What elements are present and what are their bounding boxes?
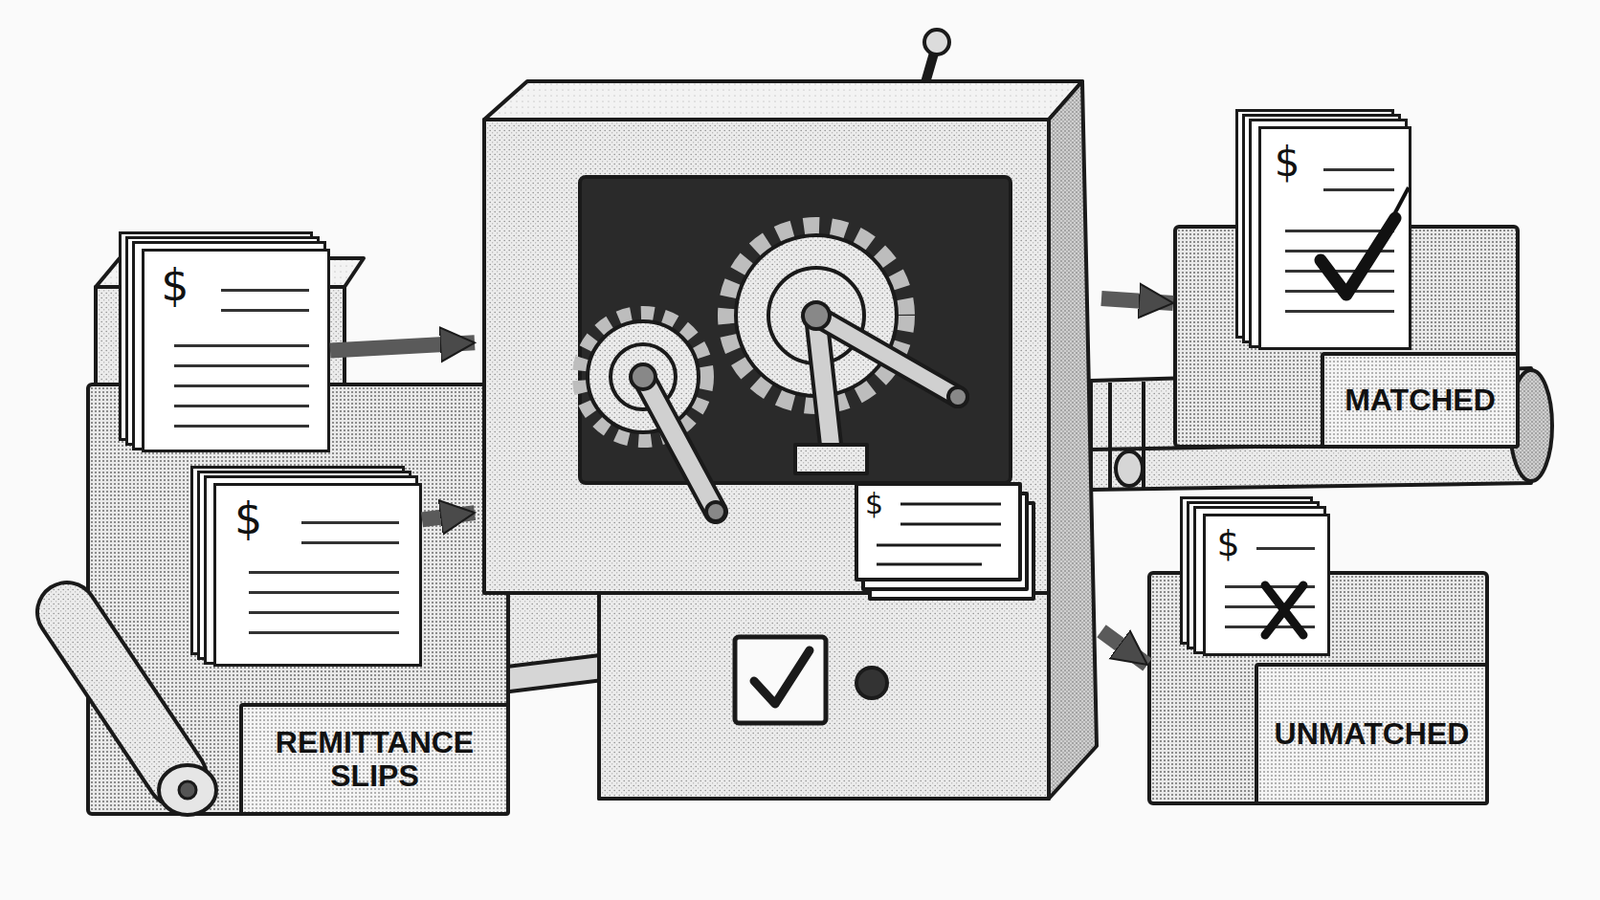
flow-arrow [1101, 631, 1148, 666]
roller-body [66, 612, 178, 778]
slip-lines [1323, 151, 1395, 204]
pen-stroke [1393, 187, 1409, 217]
slip-lines [876, 504, 1001, 565]
small-gear-teeth [581, 315, 705, 439]
machine-top [484, 81, 1083, 120]
flow-arrow [330, 342, 475, 351]
currency-symbol: $ [865, 489, 884, 519]
remittance-slip: $ [213, 483, 423, 667]
button [856, 667, 888, 699]
hub [630, 364, 656, 390]
slip-lines [301, 504, 400, 548]
matching-machine: $ [474, 76, 1102, 817]
pivot [706, 502, 726, 522]
machine-window [579, 177, 1011, 484]
machine-side [1048, 81, 1097, 800]
tray-label: MATCHED [1320, 352, 1520, 449]
belt-seam [1108, 382, 1112, 490]
check-mark [1320, 218, 1396, 295]
sorting-machine [474, 76, 1102, 817]
currency-symbol: $ [1216, 525, 1240, 562]
tray-box: MATCHED$ [1173, 224, 1520, 449]
slip-lines [221, 271, 310, 320]
front-roller [66, 612, 217, 816]
arm [643, 377, 716, 512]
slip-lines [1256, 530, 1315, 563]
cross-mark [1265, 585, 1304, 636]
status-box [734, 637, 826, 724]
machine-front [484, 119, 1049, 800]
tray-label: UNMATCHED [1254, 663, 1489, 806]
roller-axle [178, 781, 197, 800]
roller-cap [158, 765, 217, 816]
roller-outline [66, 612, 178, 778]
arm-outline [816, 315, 958, 398]
remittance-slip: $ [1202, 513, 1331, 657]
belt-roller [1115, 451, 1143, 487]
slip-lines [174, 327, 310, 431]
slip-lines [1285, 212, 1395, 327]
currency-symbol: $ [234, 496, 263, 541]
remittance-slip: $ [141, 248, 331, 453]
slip-lines [248, 554, 400, 647]
lower-panel [599, 593, 1049, 800]
remittance-slip: $ [1258, 126, 1412, 351]
currency-symbol: $ [1274, 142, 1301, 183]
tray-box: UNMATCHED$ [1147, 571, 1489, 806]
slip-lines [1224, 568, 1315, 640]
arm [816, 315, 958, 398]
lever-knob [924, 29, 950, 55]
flow-arrow [422, 512, 475, 520]
stamp-block [795, 444, 867, 474]
arm-outline [643, 377, 716, 512]
tray-label: REMITTANCE SLIPS [239, 703, 511, 817]
flow-arrow [1101, 298, 1174, 304]
small-gear [587, 321, 699, 433]
check-mark [754, 650, 810, 705]
tray-box: REMITTANCE SLIPS$$ [86, 382, 511, 817]
pivot [948, 387, 968, 407]
belt-seam [1141, 381, 1146, 489]
hub [802, 302, 830, 330]
slip-in-machine [856, 484, 1021, 580]
currency-symbol: $ [160, 263, 189, 308]
